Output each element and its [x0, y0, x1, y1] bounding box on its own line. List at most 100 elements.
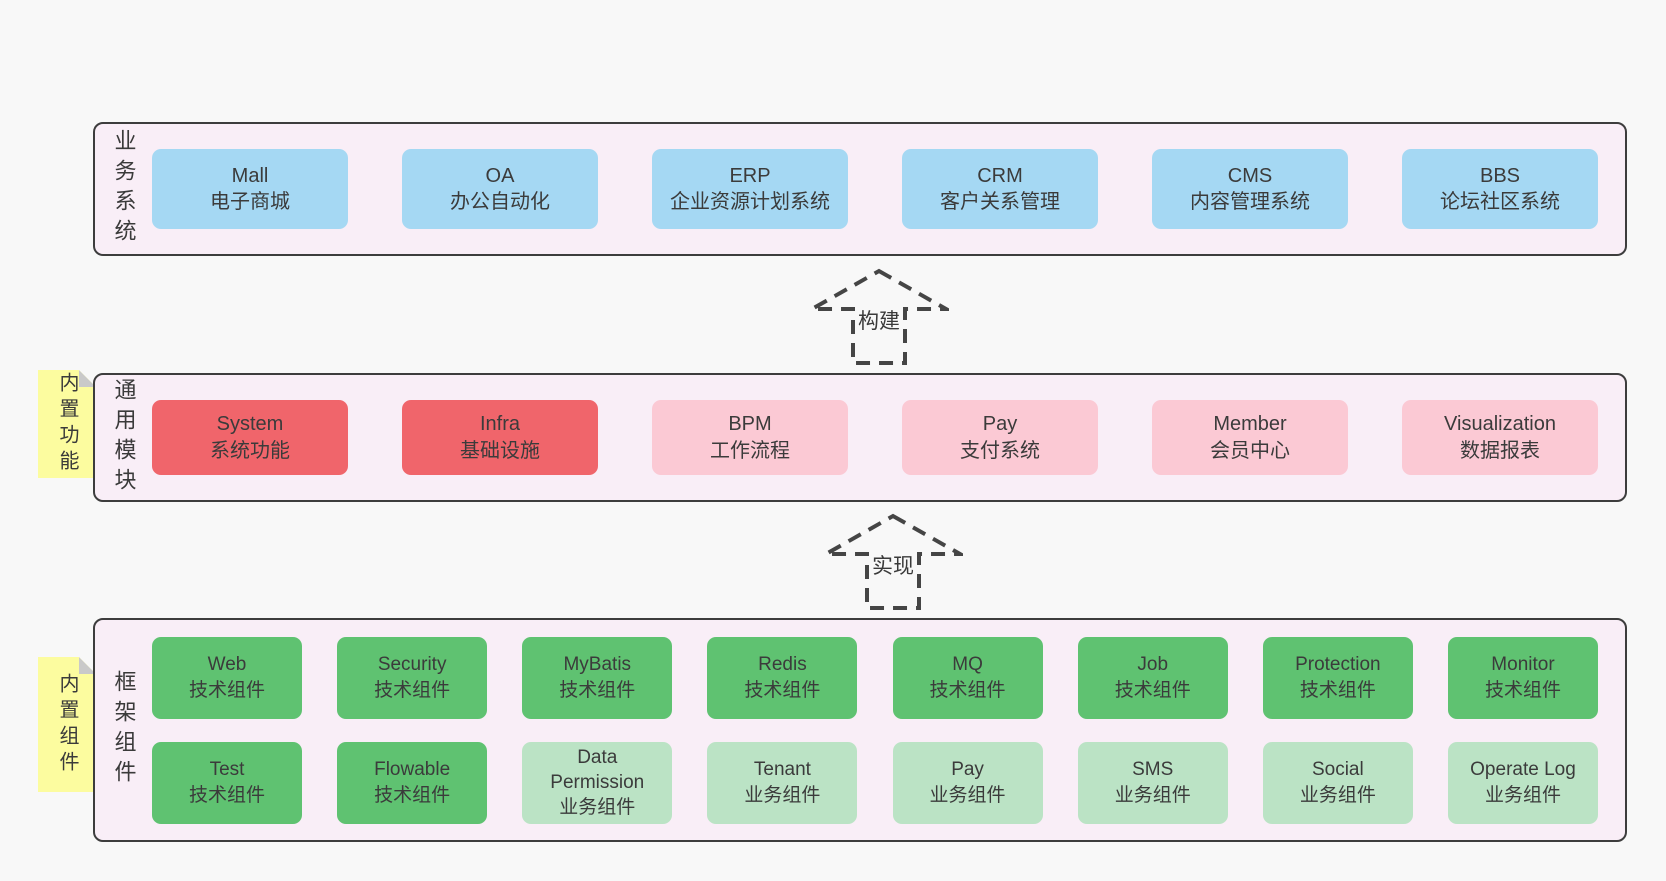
node-mybatis: MyBatis 技术组件 — [522, 636, 673, 719]
node-redis: Redis 技术组件 — [707, 636, 858, 719]
node-subtitle: 业务组件 — [929, 784, 1006, 806]
sticky-note-builtin-components: 内置组件 — [38, 657, 96, 792]
node-subtitle: 办公自动化 — [450, 191, 550, 213]
sticky-note-builtin-functions: 内置功能 — [38, 370, 96, 478]
node-subtitle: 业务组件 — [1299, 784, 1376, 806]
node-social: Social 业务组件 — [1262, 741, 1413, 824]
node-cms: CMS 内容管理系统 — [1152, 149, 1348, 229]
node-subtitle: 技术组件 — [744, 679, 821, 701]
band-title: 框架组件 — [111, 670, 137, 790]
node-subtitle: 客户关系管理 — [940, 191, 1060, 213]
node-title: Visualization — [1444, 413, 1556, 436]
node-subtitle: 技术组件 — [559, 679, 636, 701]
node-title: Security — [377, 654, 447, 676]
node-subtitle: 业务组件 — [1484, 784, 1561, 806]
node-subtitle: 企业资源计划系统 — [670, 191, 830, 213]
node-subtitle: 数据报表 — [1460, 439, 1540, 462]
node-subtitle: 技术组件 — [188, 679, 265, 701]
node-pay-system: Pay 支付系统 — [902, 400, 1098, 475]
node-title: Member — [1213, 413, 1287, 436]
node-subtitle: 电子商城 — [210, 191, 290, 213]
node-subtitle: 技术组件 — [188, 784, 265, 806]
node-bbs: BBS 论坛社区系统 — [1402, 149, 1598, 229]
node-title: Mall — [231, 164, 269, 187]
node-title: CRM — [977, 164, 1023, 187]
node-title: CMS — [1227, 164, 1273, 187]
node-subtitle: 系统功能 — [210, 439, 290, 462]
node-title: Pay — [982, 413, 1018, 436]
node-title: BPM — [728, 413, 772, 436]
node-job: Job 技术组件 — [1077, 636, 1228, 719]
node-tenant: Tenant 业务组件 — [707, 741, 858, 824]
node-infra: Infra 基础设施 — [402, 400, 598, 475]
node-member: Member 会员中心 — [1152, 400, 1348, 475]
common-modules-row: System 系统功能 Infra 基础设施 BPM 工作流程 Pay 支付系统… — [152, 375, 1625, 500]
node-title: ERP — [729, 164, 771, 187]
node-mall: Mall 电子商城 — [152, 149, 348, 229]
node-web: Web 技术组件 — [152, 636, 302, 719]
node-title: Operate Log — [1470, 759, 1576, 781]
node-subtitle: 工作流程 — [710, 439, 790, 462]
node-title: Pay — [951, 759, 984, 781]
node-title: Web — [207, 654, 247, 676]
node-title: System — [216, 413, 284, 436]
node-subtitle: 技术组件 — [374, 679, 451, 701]
framework-components-row-2: Test 技术组件 Flowable 技术组件 Data Permission … — [152, 741, 1598, 824]
band-title: 业务系统 — [111, 129, 137, 249]
node-data-permission: Data Permission 业务组件 — [522, 741, 673, 824]
node-flowable: Flowable 技术组件 — [337, 741, 488, 824]
node-protection: Protection 技术组件 — [1262, 636, 1413, 719]
node-title: Flowable — [374, 759, 451, 781]
node-operate-log: Operate Log 业务组件 — [1447, 741, 1598, 824]
node-title: MQ — [952, 654, 983, 676]
sticky-note-label: 内置组件 — [56, 672, 78, 777]
node-subtitle: 业务组件 — [744, 784, 821, 806]
node-crm: CRM 客户关系管理 — [902, 149, 1098, 229]
node-sms: SMS 业务组件 — [1077, 741, 1228, 824]
node-subtitle: 技术组件 — [1484, 679, 1561, 701]
node-title: Test — [209, 759, 245, 781]
implement-arrow-label: 实现 — [823, 550, 963, 580]
framework-components-row-1: Web 技术组件 Security 技术组件 MyBatis 技术组件 Redi… — [152, 636, 1598, 719]
band-business-systems: 业务系统 Mall 电子商城 OA 办公自动化 ERP 企业资源计划系统 CRM… — [93, 122, 1627, 256]
node-subtitle: 技术组件 — [374, 784, 451, 806]
node-title: Data Permission — [550, 746, 645, 793]
node-title: Tenant — [753, 759, 811, 781]
node-visualization: Visualization 数据报表 — [1402, 400, 1598, 475]
business-systems-row: Mall 电子商城 OA 办公自动化 ERP 企业资源计划系统 CRM 客户关系… — [152, 124, 1625, 254]
node-monitor: Monitor 技术组件 — [1447, 636, 1598, 719]
node-subtitle: 技术组件 — [1114, 679, 1191, 701]
node-bpm: BPM 工作流程 — [652, 400, 848, 475]
up-block-arrow-icon — [823, 513, 963, 610]
node-subtitle: 论坛社区系统 — [1440, 191, 1560, 213]
node-security: Security 技术组件 — [337, 636, 488, 719]
node-title: Protection — [1295, 654, 1381, 676]
up-block-arrow-icon — [809, 268, 949, 365]
node-title: BBS — [1479, 164, 1521, 187]
node-subtitle: 技术组件 — [1299, 679, 1376, 701]
node-subtitle: 业务组件 — [1114, 784, 1191, 806]
node-subtitle: 会员中心 — [1210, 439, 1290, 462]
node-subtitle: 业务组件 — [559, 797, 636, 819]
build-arrow-label: 构建 — [809, 305, 949, 335]
node-mq: MQ 技术组件 — [892, 636, 1043, 719]
node-erp: ERP 企业资源计划系统 — [652, 149, 848, 229]
node-title: OA — [485, 164, 515, 187]
implement-arrow — [823, 513, 963, 611]
framework-components-grid: Web 技术组件 Security 技术组件 MyBatis 技术组件 Redi… — [152, 620, 1625, 840]
band-framework-components: 框架组件 Web 技术组件 Security 技术组件 MyBatis 技术组件… — [93, 618, 1627, 842]
node-system: System 系统功能 — [152, 400, 348, 475]
node-oa: OA 办公自动化 — [402, 149, 598, 229]
build-arrow — [809, 268, 949, 366]
node-title: MyBatis — [563, 654, 632, 676]
node-title: Monitor — [1491, 654, 1555, 676]
node-title: Job — [1137, 654, 1169, 676]
band-common-modules: 通用模块 System 系统功能 Infra 基础设施 BPM 工作流程 Pay… — [93, 373, 1627, 502]
node-title: Social — [1311, 759, 1364, 781]
node-subtitle: 技术组件 — [929, 679, 1006, 701]
node-title: SMS — [1132, 759, 1174, 781]
sticky-note-label: 内置功能 — [56, 372, 78, 476]
node-title: Infra — [479, 413, 521, 436]
node-title: Redis — [758, 654, 807, 676]
